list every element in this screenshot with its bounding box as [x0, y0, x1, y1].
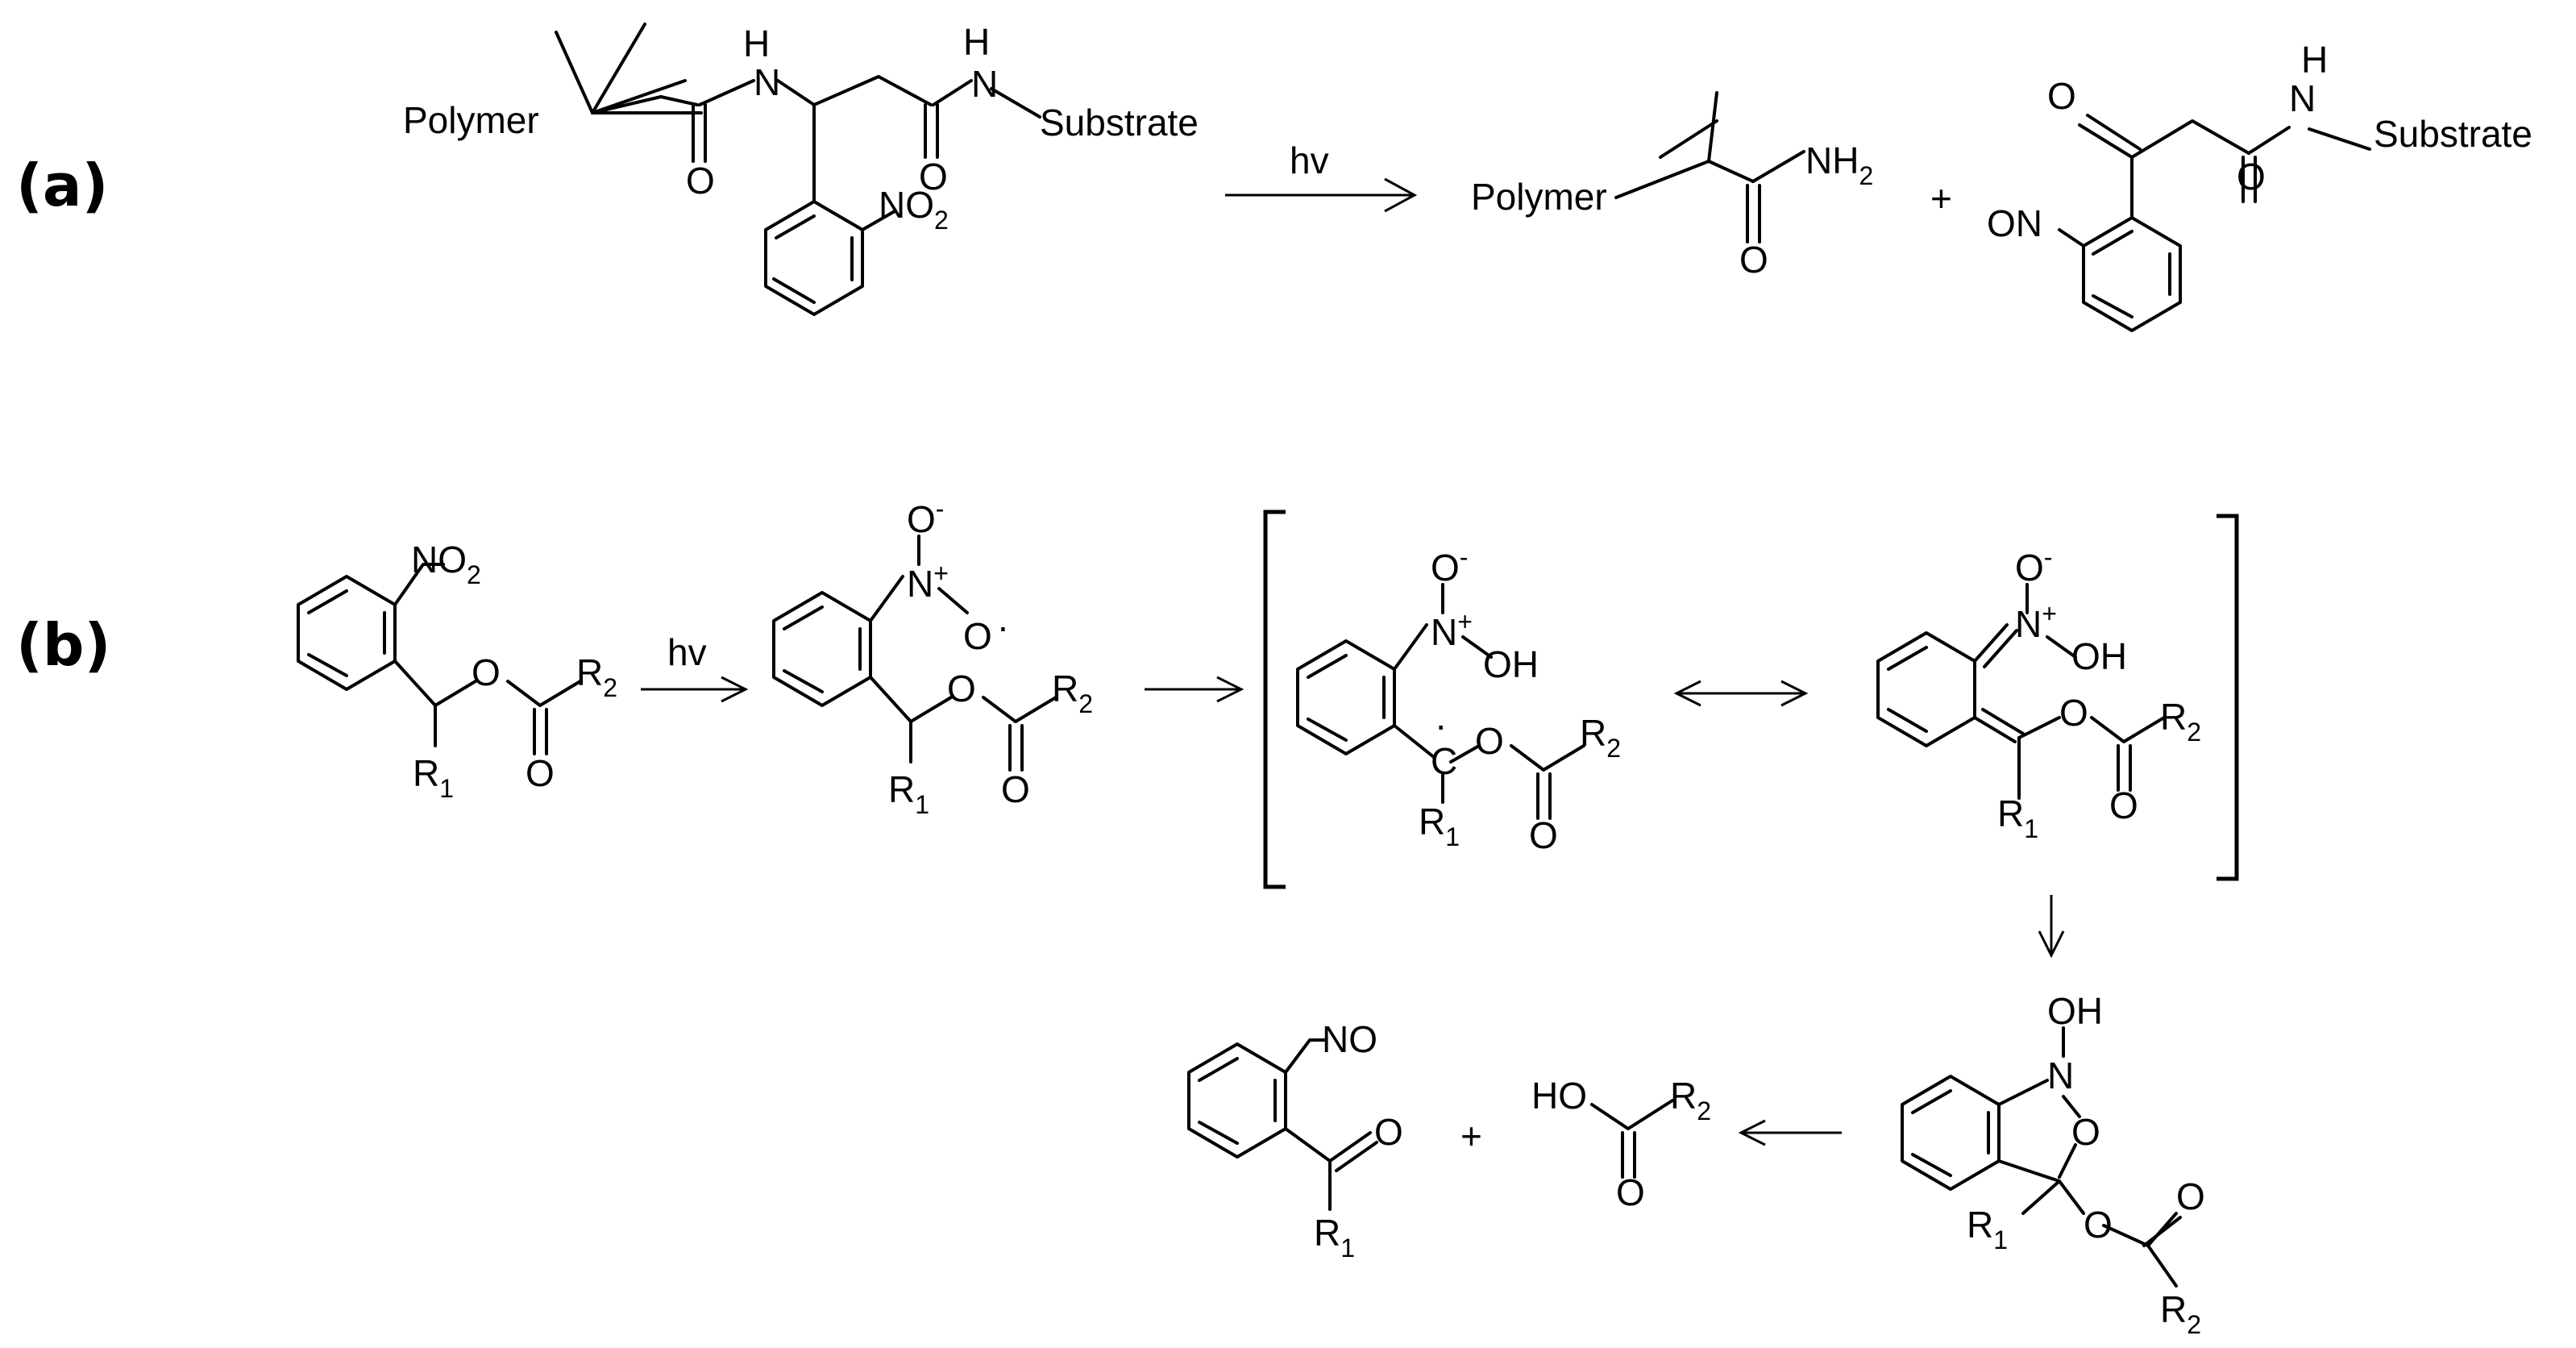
panel-b-plus: + — [1460, 1115, 1482, 1157]
panel-label-b: (b) — [16, 611, 110, 679]
quinoid-o-top: O- — [2015, 543, 2052, 589]
panel-a-reactant — [555, 23, 1041, 316]
cyclic-o: O — [2084, 1204, 2113, 1246]
quinoid-r2: R2 — [2160, 696, 2201, 747]
panel-b-excited — [772, 535, 1057, 772]
panel-b-arrow-1 — [641, 676, 749, 703]
radical-c: C — [1431, 740, 1457, 782]
reactant-o-right: O — [919, 156, 948, 198]
panel-b-product-nitroso — [1187, 1038, 1378, 1211]
excited-o-top: O- — [907, 494, 944, 540]
panel-b-arrow-2 — [1145, 676, 1244, 703]
panel-b-radical — [1296, 583, 1585, 820]
panel-a-arrow — [1225, 177, 1418, 213]
panel-a-product-amide — [1614, 91, 1805, 243]
product1-polymer-label: Polymer — [1471, 176, 1607, 218]
product2-nh-h: H — [2301, 39, 2328, 81]
product-acid-r2: R2 — [1670, 1075, 1711, 1125]
panel-label-a: (a) — [16, 152, 108, 219]
start-nitro: NO2 — [411, 539, 481, 589]
product2-o-amide: O — [2237, 156, 2266, 198]
excited-r1: R1 — [888, 768, 929, 819]
cyclic-o-ring: O — [2071, 1111, 2100, 1153]
cyclic-r1: R1 — [1967, 1204, 2008, 1254]
product-acid-o: O — [1616, 1171, 1645, 1213]
cyclic-n: N — [2047, 1055, 2074, 1096]
radical-n: N+ — [1431, 607, 1473, 653]
cyclic-oh: OH — [2047, 990, 2103, 1032]
radical-o-top: O- — [1431, 543, 1468, 589]
product-nitroso-r1: R1 — [1314, 1212, 1355, 1263]
panel-b-start — [297, 563, 582, 755]
panel-b-arrow-left — [1738, 1119, 1842, 1146]
radical-oh: OH — [1483, 643, 1539, 685]
panel-b-arrow-down — [2038, 895, 2065, 959]
radical-carbonyl-o: O — [1529, 814, 1558, 856]
product2-substrate-label: Substrate — [2374, 113, 2532, 155]
product1-o: O — [1739, 239, 1768, 281]
product-nitroso-o: O — [1374, 1111, 1403, 1153]
panel-a-product-ketoamide — [2058, 114, 2371, 332]
panel-b-quinoid — [1876, 583, 2166, 800]
quinoid-n: N+ — [2015, 599, 2057, 645]
product1-amine: NH2 — [1805, 139, 1873, 190]
start-carbonyl-o: O — [526, 752, 555, 794]
product2-on: ON — [1987, 202, 2042, 244]
quinoid-r1: R1 — [1997, 793, 2038, 843]
start-r2: R2 — [576, 651, 617, 702]
reactant-nh-left-n: N — [754, 61, 780, 103]
product-nitroso-no: NO — [1322, 1018, 1377, 1060]
panel-b-product-acid — [1590, 1099, 1674, 1179]
excited-o: O — [947, 668, 976, 709]
reactant-nh-right-h: H — [963, 21, 990, 63]
quinoid-carbonyl-o: O — [2109, 784, 2138, 826]
cyclic-carbonyl-o: O — [2176, 1175, 2205, 1217]
panel-a-arrow-label: hv — [1290, 139, 1329, 181]
start-o: O — [472, 651, 501, 693]
product-acid-ho: HO — [1531, 1075, 1587, 1117]
excited-r2: R2 — [1052, 668, 1093, 718]
excited-n: N+ — [907, 559, 949, 605]
reactant-substrate-label: Substrate — [1040, 102, 1199, 144]
radical-c-dot: · — [1435, 704, 1447, 746]
product2-o-ketone: O — [2047, 75, 2076, 117]
radical-r1: R1 — [1419, 801, 1460, 851]
excited-carbonyl-o: O — [1001, 768, 1030, 810]
resonance-arrow — [1673, 680, 1809, 707]
reactant-polymer-label: Polymer — [403, 99, 539, 141]
cyclic-r2: R2 — [2160, 1288, 2201, 1339]
left-bracket — [1263, 510, 1286, 889]
panel-b-cyclic — [1901, 1026, 2182, 1288]
reactant-nh-left-h: H — [743, 23, 770, 64]
radical-o: O — [1475, 720, 1504, 762]
radical-r2: R2 — [1580, 712, 1621, 763]
reactant-nitro: NO2 — [879, 184, 949, 235]
reactant-o-left: O — [686, 160, 715, 202]
panel-a-plus: + — [1930, 177, 1952, 219]
quinoid-oh: OH — [2071, 635, 2127, 677]
start-r1: R1 — [413, 752, 454, 803]
panel-b-arrow-1-label: hv — [667, 631, 707, 673]
reactant-nh-right-n: N — [971, 63, 998, 105]
product2-nh-n: N — [2289, 77, 2316, 119]
quinoid-o: O — [2059, 692, 2088, 734]
excited-o-side: O· — [963, 605, 1009, 657]
right-bracket — [2217, 514, 2239, 881]
